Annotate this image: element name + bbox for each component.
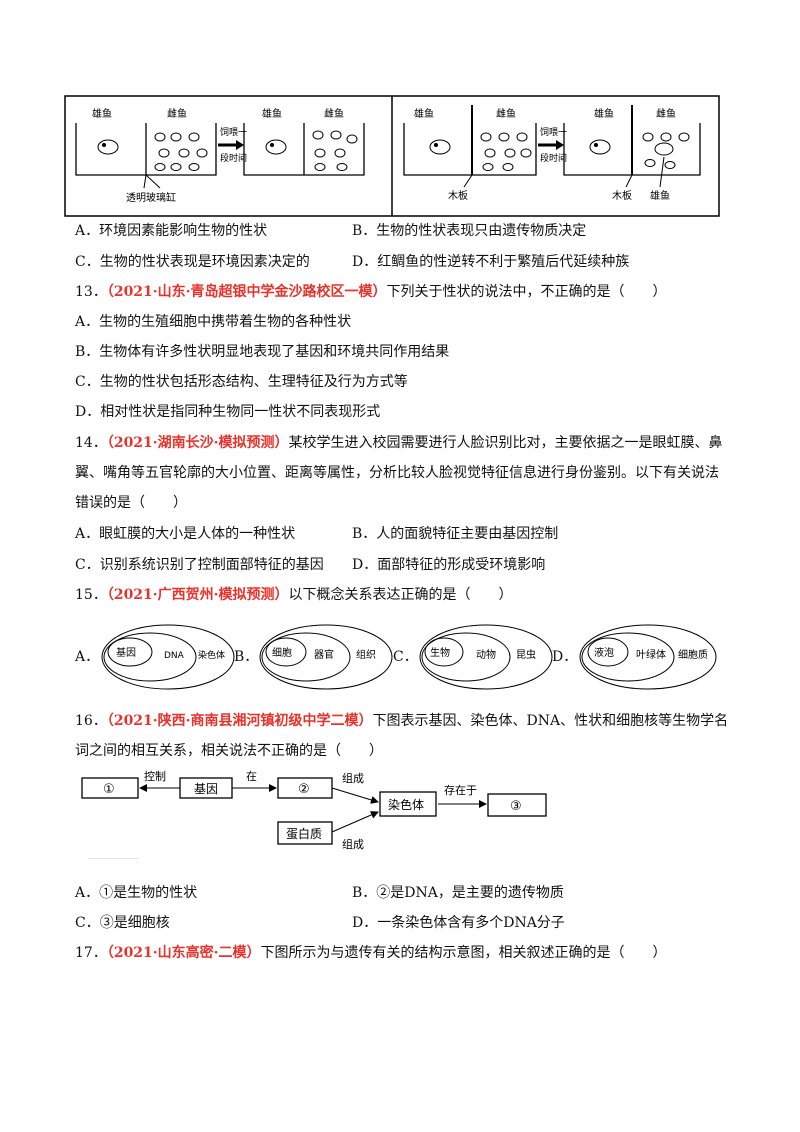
q15-c-middle: 动物 xyxy=(476,648,496,661)
q13-option-d: D．相对性状是指同种生物同一性状不同表现形式 xyxy=(75,404,381,420)
q15-d-outer: 细胞质 xyxy=(678,648,708,661)
q16-label-exist-in: 存在于 xyxy=(444,783,477,797)
q12-option-b: B．生物的性状表现只由遗传物质决定 xyxy=(352,223,587,239)
q16-box-protein: 蛋白质 xyxy=(286,826,322,841)
q14-stem-line-2: 翼、嘴角等五官轮廓的大小位置、距离等属性，分析比较人脸视觉特征信息进行身份鉴别。… xyxy=(75,465,719,481)
q15-b-outer: 组织 xyxy=(356,648,376,661)
right-fish xyxy=(429,132,690,171)
q17-stem: 17．（2021·山东高密·二模）下图所示为与遗传有关的结构示意图，相关叙述正确… xyxy=(75,943,667,963)
right-female-label: 雌鱼 xyxy=(496,107,516,120)
q15-c-inner: 生物 xyxy=(430,646,450,659)
left-feed-1: 饲喂一 xyxy=(220,126,247,138)
q16-option-a: A．①是生物的性状 xyxy=(75,885,198,901)
q13-option-a: A．生物的生殖细胞中携带着生物的各种性状 xyxy=(75,314,352,330)
q16-number: 16． xyxy=(75,713,107,729)
right-male-bottom-label: 雄鱼 xyxy=(650,189,670,202)
q14-stem-line-1: 14．（2021·湖南长沙·模拟预测）某校学生进入校园需要进行人脸识别比对，主要… xyxy=(75,433,723,453)
q16-label-compose-1: 组成 xyxy=(342,771,364,785)
right-board-label-1: 木板 xyxy=(448,189,468,202)
left-female-label-2: 雌鱼 xyxy=(324,107,344,120)
q16-box-chromosome: 染色体 xyxy=(388,797,424,812)
right-male-label-2: 雄鱼 xyxy=(594,107,614,120)
q14-question-1: 某校学生进入校园需要进行人脸识别比对，主要依据之一是眼虹膜、鼻 xyxy=(288,435,723,451)
q16-box-gene: 基因 xyxy=(194,782,218,796)
right-feed-1: 饲喂一 xyxy=(540,126,567,138)
q15-question: 以下概念关系表达正确的是（ ） xyxy=(288,587,513,603)
q15-option-b-letter: B． xyxy=(234,649,259,665)
q12-option-c: C．生物的性状表现是环境因素决定的 xyxy=(75,254,310,270)
q16-stem-line-1: 16．（2021·陕西·商南县湘河镇初级中学二模）下图表示基因、染色体、DNA、… xyxy=(75,711,728,731)
q16-box-2: ② xyxy=(298,782,310,797)
q14-source: （2021·湖南长沙·模拟预测） xyxy=(106,435,289,451)
q16-question-1: 下图表示基因、染色体、DNA、性状和细胞核等生物学名 xyxy=(372,713,729,729)
q13-option-c: C．生物的性状包括形态结构、生理特征及行为方式等 xyxy=(75,374,408,390)
q15-b-inner: 细胞 xyxy=(272,646,292,659)
q16-faint-divider xyxy=(88,858,138,859)
right-male-label: 雄鱼 xyxy=(414,107,434,120)
q16-option-b: B．②是DNA，是主要的遗传物质 xyxy=(352,885,564,901)
left-male-label: 雄鱼 xyxy=(92,107,112,120)
q15-option-d-letter: D． xyxy=(552,649,578,665)
q15-option-a-diagram: 基因 DNA 染色体 xyxy=(101,624,235,690)
q14-option-b: B．人的面貌特征主要由基因控制 xyxy=(352,526,559,542)
q12-option-d: D．红鲷鱼的性逆转不利于繁殖后代延续种族 xyxy=(352,254,630,270)
right-feed-2: 段时间 xyxy=(540,152,567,164)
right-board-label-2: 木板 xyxy=(612,189,632,202)
q15-c-outer: 昆虫 xyxy=(516,649,536,661)
q16-box-1: ① xyxy=(103,782,115,797)
right-boards xyxy=(471,105,633,175)
q14-option-a: A．眼虹膜的大小是人体的一种性状 xyxy=(75,526,296,542)
q15-source: （2021·广西贺州·模拟预测） xyxy=(106,587,289,603)
q15-option-b-diagram: 细胞 器官 组织 xyxy=(259,624,393,690)
q15-option-a-letter: A． xyxy=(75,649,100,665)
q16-option-c: C．③是细胞核 xyxy=(75,915,170,931)
q14-number: 14． xyxy=(75,435,107,451)
q15-option-c-letter: C． xyxy=(393,649,418,665)
q17-number: 17． xyxy=(75,945,107,961)
q16-label-compose-2: 组成 xyxy=(342,837,364,851)
q15-d-inner: 液泡 xyxy=(594,646,614,659)
left-tanks xyxy=(75,123,365,176)
q13-question: 下列关于性状的说法中，不正确的是（ ） xyxy=(386,284,667,300)
q15-number: 15． xyxy=(75,587,107,603)
left-male-label-2: 雄鱼 xyxy=(262,107,282,120)
q16-flow-diagram: ① 基因 ② 染色体 ③ 蛋白质 控制 在 组成 存在于 组成 xyxy=(81,769,547,851)
q15-a-inner: 基因 xyxy=(116,646,136,659)
q15-b-middle: 器官 xyxy=(314,648,334,661)
fish-experiment-figure: 雄鱼 雌鱼 雄鱼 雌鱼 饲喂一 段时间 透明玻璃缸 雄鱼 雌鱼 雄鱼 雌鱼 xyxy=(64,95,720,217)
q12-option-a: A．环境因素能影响生物的性状 xyxy=(75,223,268,239)
q15-a-middle: DNA xyxy=(164,651,185,661)
q16-box-3: ③ xyxy=(510,799,522,814)
q13-option-b: B．生物体有许多性状明显地表现了基因和环境共同作用结果 xyxy=(75,344,450,360)
q17-source: （2021·山东高密·二模） xyxy=(106,945,261,961)
left-female-label: 雌鱼 xyxy=(167,107,187,120)
left-tank-label: 透明玻璃缸 xyxy=(126,191,176,204)
q15-d-middle: 叶绿体 xyxy=(636,648,666,661)
q14-option-c: C．识别系统识别了控制面部特征的基因 xyxy=(75,557,324,573)
q16-stem-line-2: 词之间的相互关系，相关说法不正确的是（ ） xyxy=(75,743,383,759)
right-female-label-2: 雌鱼 xyxy=(656,107,676,120)
q15-option-c-diagram: 生物 动物 昆虫 xyxy=(419,624,553,690)
q16-label-control: 控制 xyxy=(144,769,166,783)
left-feed-2: 段时间 xyxy=(220,152,247,164)
left-fish xyxy=(97,130,358,171)
q15-a-outer: 染色体 xyxy=(198,649,225,661)
q16-source: （2021·陕西·商南县湘河镇初级中学二模） xyxy=(106,713,373,729)
q16-option-d: D．一条染色体含有多个DNA分子 xyxy=(352,915,565,931)
q15-stem: 15．（2021·广西贺州·模拟预测）以下概念关系表达正确的是（ ） xyxy=(75,585,513,605)
q13-source: （2021·山东·青岛超银中学金沙路校区一模） xyxy=(106,284,387,300)
q14-stem-line-3: 错误的是（ ） xyxy=(75,495,187,511)
q17-question: 下图所示为与遗传有关的结构示意图，相关叙述正确的是（ ） xyxy=(260,945,667,961)
q16-label-in: 在 xyxy=(246,770,257,783)
q13-number: 13． xyxy=(75,284,107,300)
q15-option-d-diagram: 液泡 叶绿体 细胞质 xyxy=(579,624,717,690)
q13-stem: 13．（2021·山东·青岛超银中学金沙路校区一模）下列关于性状的说法中，不正确… xyxy=(75,282,667,302)
q14-option-d: D．面部特征的形成受环境影响 xyxy=(352,557,546,573)
